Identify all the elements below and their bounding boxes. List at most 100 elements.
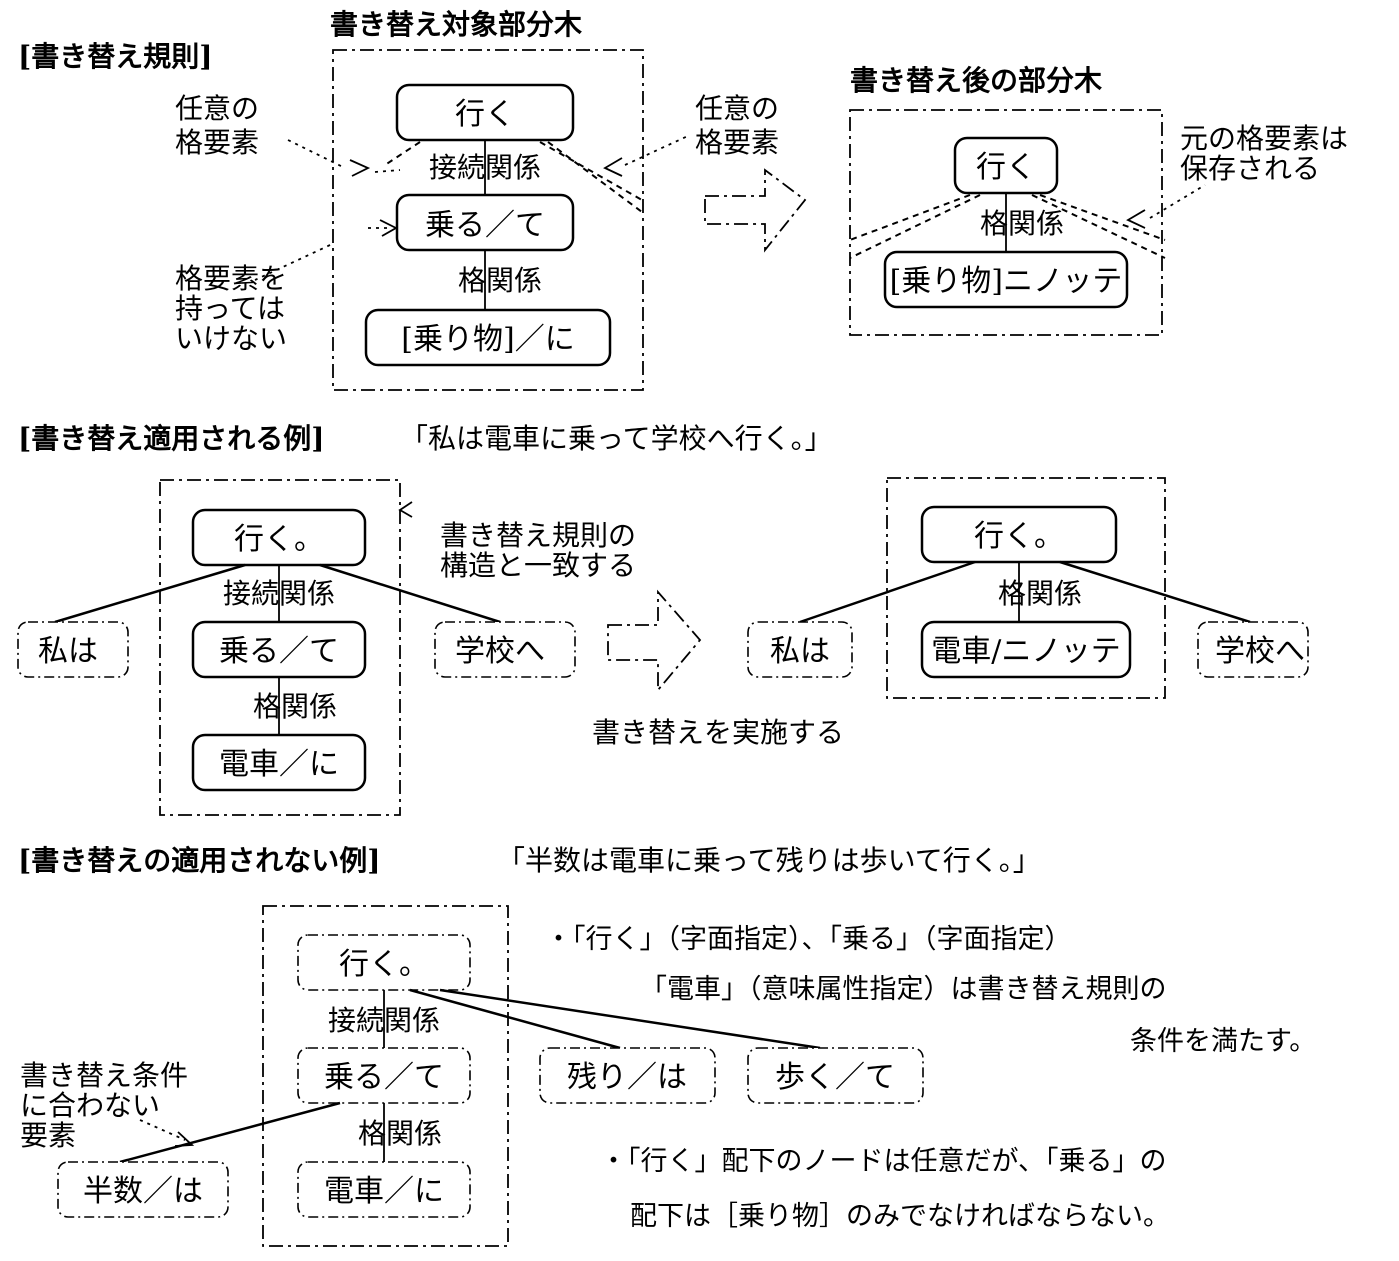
na-node-noru-te-label: 乗る／て	[324, 1060, 444, 1095]
after-node-vehicle-ninotte	[883, 250, 1129, 309]
match-note-line2: 構造と一致する	[440, 549, 636, 582]
result-edge-case: 格関係	[998, 577, 1082, 610]
applied-node-noru-te-label: 乗る／て	[219, 634, 339, 669]
preserved-case-edge	[849, 194, 981, 259]
bullet-1-line3: 条件を満たす。	[1130, 1026, 1316, 1057]
not-applied-sentence: 「半数は電車に乗って残りは歩いて行く。」	[497, 844, 1041, 877]
applied-heading: [書き替え適用される例]	[18, 422, 325, 455]
annotation-no-case-line2: 持っては	[175, 292, 285, 325]
preserved-case-edge	[1031, 194, 1166, 259]
na-side-aruku-label: 歩く／て	[775, 1060, 895, 1095]
edge-line	[54, 563, 246, 624]
applied-result-frame	[886, 477, 1166, 699]
target-subtree-title: 書き替え対象部分木	[330, 8, 582, 41]
any-case-edge	[384, 141, 421, 166]
node-iku-label: 行く	[455, 97, 515, 132]
annotation-no-case-line3: いけない	[175, 322, 287, 355]
after-subtree-title: 書き替え後の部分木	[850, 64, 1102, 97]
mismatch-note-line3: 要素	[20, 1119, 76, 1152]
applied-node-densha-ni-label: 電車／に	[219, 747, 339, 782]
arrow-head-icon	[398, 501, 413, 518]
bullet-2-line2: 配下は［乗り物］のみでなければならない。	[630, 1201, 1170, 1232]
match-note-line1: 書き替え規則の	[440, 519, 636, 552]
na-node-densha-ni	[297, 1161, 471, 1218]
result-node-densha-ninotte-label: 電車/ニノッテ	[931, 634, 1121, 669]
na-side-aruku	[747, 1047, 924, 1104]
node-vehicle-ni	[364, 308, 612, 367]
annotation-any-case-right-line2: 格要素	[695, 126, 779, 159]
leader-line	[254, 244, 331, 281]
preserved-case-edge	[1039, 194, 1166, 241]
after-node-vehicle-ninotte-label: [乗り物]ニノッテ	[890, 264, 1123, 299]
leader-line	[1149, 184, 1206, 219]
na-node-densha-ni-label: 電車／に	[324, 1174, 444, 1209]
applied-match-frame	[159, 479, 401, 816]
na-side-hansuu	[57, 1161, 229, 1218]
bullet-1-line2: 「電車」（意味属性指定）は書き替え規則の	[640, 974, 1167, 1005]
result-side-gakkou	[1197, 621, 1309, 678]
bullet-2-line1: ・「行く」配下のノードは任意だが、「乗る」の	[600, 1146, 1166, 1177]
result-side-watashi-label: 私は	[770, 634, 830, 669]
mismatch-note-line1: 書き替え条件	[20, 1059, 188, 1092]
annotation-any-case-right-line1: 任意の	[695, 92, 779, 125]
any-case-edge	[547, 141, 643, 213]
leader-line	[287, 139, 346, 169]
applied-side-watashi-label: 私は	[38, 634, 98, 669]
annotation-any-case-left-line1: 任意の	[175, 92, 259, 125]
target-subtree-frame	[332, 49, 644, 391]
applied-side-gakkou	[434, 621, 576, 678]
after-node-iku-label: 行く	[976, 150, 1036, 185]
arrow-head-icon	[174, 1131, 195, 1147]
annotation-any-case-left-line2: 格要素	[175, 126, 259, 159]
applied-side-gakkou-label: 学校へ	[455, 634, 545, 669]
na-side-hansuu-label: 半数／は	[83, 1174, 203, 1209]
preserved-case-edge	[849, 194, 971, 241]
node-vehicle-ni-label: [乗り物]／に	[401, 322, 574, 357]
edge-line	[799, 560, 976, 624]
applied-node-iku-label: 行く。	[234, 522, 324, 557]
edge-line	[409, 988, 621, 1050]
rule-heading: [書き替え規則]	[18, 40, 213, 73]
result-node-iku-label: 行く。	[974, 519, 1064, 554]
bullet-1-line1: ・「行く」（字面指定）、「乗る」（字面指定）	[545, 924, 1072, 955]
not-applied-heading: [書き替えの適用されない例]	[18, 844, 381, 877]
applied-sentence: 「私は電車に乗って学校へ行く。」	[400, 422, 833, 455]
edge-line	[319, 563, 501, 624]
any-case-edge	[539, 141, 643, 201]
after-edge-label-case: 格関係	[980, 207, 1064, 240]
applied-edge-case: 格関係	[253, 690, 337, 723]
edge-label-conjunctive: 接続関係	[429, 151, 541, 184]
na-edge-case: 格関係	[358, 1117, 442, 1150]
result-node-densha-ninotte	[920, 620, 1132, 679]
annotation-preserved-line1: 元の格要素は	[1180, 122, 1348, 155]
na-node-iku-label: 行く。	[339, 947, 429, 982]
apply-arrow-icon	[607, 589, 702, 693]
arrow-head-icon	[379, 219, 398, 237]
applied-node-densha-ni	[191, 733, 367, 792]
after-subtree-frame	[849, 109, 1163, 336]
edge-label-case: 格関係	[458, 264, 542, 297]
node-noru-te-label: 乗る／て	[425, 208, 545, 243]
applied-side-watashi	[17, 621, 129, 678]
na-side-nokori	[539, 1047, 716, 1104]
result-side-watashi	[747, 621, 853, 678]
applied-edge-conjunctive: 接続関係	[223, 577, 335, 610]
edge-line	[439, 988, 821, 1050]
annotation-preserved-line2: 保存される	[1180, 152, 1320, 185]
arrow-head-icon	[349, 159, 371, 177]
edge-line	[1059, 560, 1251, 624]
leader-line	[139, 1119, 186, 1141]
leader-line	[624, 134, 691, 166]
action-note: 書き替えを実施する	[592, 716, 844, 749]
leader-line	[374, 169, 401, 173]
annotation-no-case-line1: 格要素を	[175, 262, 287, 295]
not-applied-frame	[262, 905, 509, 1247]
arrow-head-icon	[1126, 209, 1146, 229]
na-edge-conjunctive: 接続関係	[328, 1004, 440, 1037]
mismatch-note-line2: に合わない	[20, 1089, 160, 1122]
transform-arrow-icon	[704, 168, 807, 253]
na-side-nokori-label: 残り／は	[567, 1060, 687, 1095]
result-side-gakkou-label: 学校へ	[1215, 634, 1305, 669]
edge-line	[119, 1101, 341, 1164]
